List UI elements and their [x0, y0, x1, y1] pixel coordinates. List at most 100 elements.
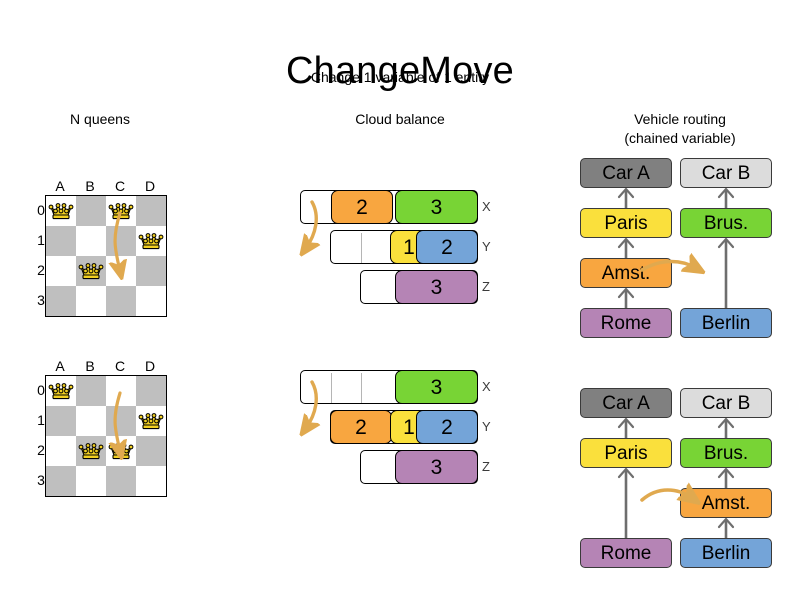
board-file-label-a: A	[55, 358, 65, 374]
vrp-node-amst[interactable]: Amst.	[580, 258, 672, 288]
board-cell-a3[interactable]	[46, 286, 76, 316]
cloud-process-value: 3	[430, 275, 443, 299]
cloud-computer-label-x: X	[482, 379, 491, 394]
cloud-process-value: 3	[430, 375, 443, 399]
board-cell-c1[interactable]	[106, 406, 136, 436]
vrp-node-amst[interactable]: Amst.	[680, 488, 772, 518]
board-cell-d3[interactable]	[136, 286, 166, 316]
queen-piece-b2[interactable]	[76, 256, 106, 286]
board-file-label-a: A	[55, 178, 65, 194]
cloud-process[interactable]: 2	[416, 410, 478, 444]
cloud-computer-label-y: Y	[482, 239, 491, 254]
board-file-label-c: C	[114, 178, 126, 194]
board-rank-label-0: 0	[37, 202, 45, 218]
vrp-node-label: Car A	[602, 392, 650, 414]
board-file-label-b: B	[85, 178, 95, 194]
vrp-node-brus[interactable]: Brus.	[680, 438, 772, 468]
section-heading-vehicle-routing-line1: Vehicle routing	[634, 111, 726, 127]
board-cell-b3[interactable]	[76, 286, 106, 316]
queen-piece-a0[interactable]	[46, 196, 76, 226]
cloud-row-y: 1 2 Y	[296, 230, 496, 264]
vrp-node-label: Berlin	[701, 312, 751, 334]
board-cell-d2[interactable]	[136, 256, 166, 286]
board-cell-b0[interactable]	[76, 196, 106, 226]
board-cell-d3[interactable]	[136, 466, 166, 496]
page-title: ChangeMove	[285, 50, 515, 93]
section-heading-vehicle-routing: Vehicle routing (chained variable)	[560, 110, 800, 148]
board-cell-c1[interactable]	[106, 226, 136, 256]
vrp-node-car-b[interactable]: Car B	[680, 388, 772, 418]
queen-piece-a0[interactable]	[46, 376, 76, 406]
cloud-computer-label-y: Y	[482, 419, 491, 434]
board-file-label-d: D	[144, 358, 156, 374]
cloud-process[interactable]: 3	[395, 450, 478, 484]
vrp-node-berlin[interactable]: Berlin	[680, 308, 772, 338]
board-cell-b3[interactable]	[76, 466, 106, 496]
board-cell-d0[interactable]	[136, 196, 166, 226]
cloud-capacity-divider	[361, 373, 362, 403]
page-subtitle: Change 1 variable of 1 entity	[310, 69, 490, 85]
board-cell-d0[interactable]	[136, 376, 166, 406]
vrp-node-car-a[interactable]: Car A	[580, 158, 672, 188]
board-cell-a1[interactable]	[46, 226, 76, 256]
queen-piece-d1[interactable]	[136, 406, 166, 436]
vrp-node-label: Car B	[701, 392, 751, 414]
queen-piece-b2[interactable]	[76, 436, 106, 466]
vrp-node-label: Car A	[602, 162, 650, 184]
vrp-node-label: Amst.	[701, 492, 751, 514]
cloud-process[interactable]: 3	[395, 370, 478, 404]
board-cell-a1[interactable]	[46, 406, 76, 436]
vrp-node-paris[interactable]: Paris	[580, 208, 672, 238]
chessboard	[45, 195, 167, 317]
vrp-node-paris[interactable]: Paris	[580, 438, 672, 468]
board-cell-c3[interactable]	[106, 286, 136, 316]
cloud-process-value: 3	[430, 195, 443, 219]
section-heading-cloud-balance: Cloud balance	[355, 111, 445, 127]
board-cell-c3[interactable]	[106, 466, 136, 496]
vrp-node-label: Rome	[600, 312, 652, 334]
cloud-process[interactable]: 2	[331, 190, 393, 224]
cloud-process-value: 2	[356, 195, 368, 219]
queen-piece-d1[interactable]	[136, 226, 166, 256]
board-cell-c2[interactable]	[106, 256, 136, 286]
board-cell-d2[interactable]	[136, 436, 166, 466]
cloud-process-value: 2	[441, 415, 453, 439]
queen-piece-c0[interactable]	[106, 196, 136, 226]
board-file-label-c: C	[114, 358, 126, 374]
cloud-process-value: 1	[403, 235, 415, 259]
cloud-process-value: 2	[441, 235, 453, 259]
board-cell-a2[interactable]	[46, 256, 76, 286]
board-rank-label-0: 0	[37, 382, 45, 398]
board-cell-b0[interactable]	[76, 376, 106, 406]
cloud-process[interactable]: 3	[395, 190, 478, 224]
board-rank-label-2: 2	[37, 442, 45, 458]
board-cell-b1[interactable]	[76, 406, 106, 436]
board-cell-a2[interactable]	[46, 436, 76, 466]
vrp-node-rome[interactable]: Rome	[580, 308, 672, 338]
vrp-node-car-a[interactable]: Car A	[580, 388, 672, 418]
board-cell-a3[interactable]	[46, 466, 76, 496]
board-rank-label-3: 3	[37, 292, 45, 308]
vrp-node-label: Paris	[604, 212, 648, 234]
cloud-process[interactable]: 2	[416, 230, 478, 264]
vrp-node-berlin[interactable]: Berlin	[680, 538, 772, 568]
cloud-process[interactable]: 2	[330, 410, 392, 444]
cloud-capacity-divider	[361, 233, 362, 263]
vrp-node-car-b[interactable]: Car B	[680, 158, 772, 188]
vrp-node-rome[interactable]: Rome	[580, 538, 672, 568]
cloud-computer-label-z: Z	[482, 279, 490, 294]
board-cell-c0[interactable]	[106, 376, 136, 406]
cloud-process[interactable]: 3	[395, 270, 478, 304]
vrp-node-brus[interactable]: Brus.	[680, 208, 772, 238]
queen-piece-c2[interactable]	[106, 436, 136, 466]
section-heading-vehicle-routing-line2: (chained variable)	[624, 130, 736, 146]
vrp-node-label: Amst.	[601, 262, 651, 284]
cloud-process-value: 1	[403, 415, 415, 439]
board-cell-b1[interactable]	[76, 226, 106, 256]
